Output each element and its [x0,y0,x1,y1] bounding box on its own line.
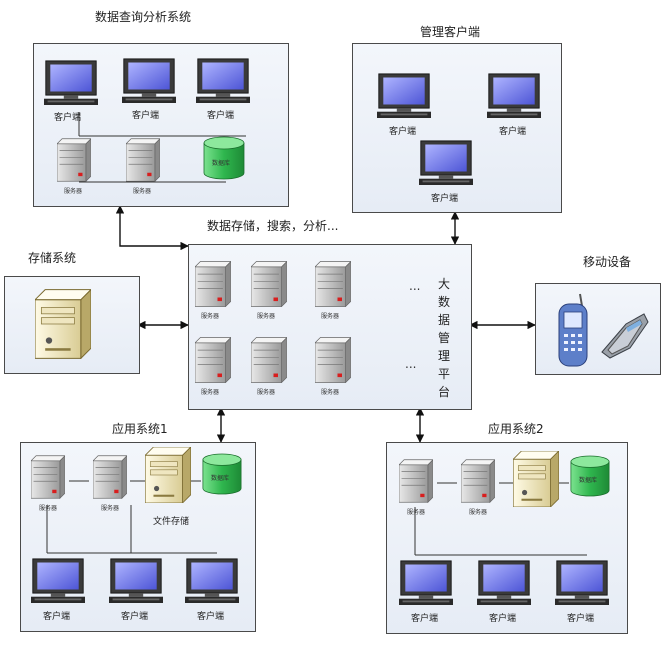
client-label: 客户端 [43,612,71,622]
app2-internal-lines [414,482,587,556]
database-label: 数据库 [212,160,231,167]
server-label: 服务器 [201,389,220,396]
server-icon [399,459,433,503]
mgmt-client-title: 管理客户端 [420,25,481,39]
server-label: 服务器 [321,389,340,396]
monitor-icon [377,72,431,119]
center-caption: 数据存储，搜索，分析... [207,219,339,233]
server-label: 服务器 [469,509,488,516]
storage-system-panel [4,276,140,374]
query-system-title: 数据查询分析系统 [95,10,192,24]
file-storage-label: 文件存储 [153,517,190,527]
app1-internal-lines [46,480,217,554]
server-icon [195,337,231,383]
file-server-icon [35,289,91,359]
monitor-icon [196,57,250,104]
client-label: 客户端 [431,194,459,204]
monitor-icon [555,559,609,606]
server-icon [315,261,351,307]
database-label: 数据库 [579,477,598,484]
client-label: 客户端 [197,612,225,622]
mgmt-client-panel: 客户端 客户端 客户端 [352,43,562,213]
server-label: 服务器 [407,509,426,516]
server-label: 服务器 [133,188,152,195]
file-server-icon [513,451,559,507]
mobile-devices-panel [535,283,661,375]
monitor-icon [185,557,239,604]
platform-vertical-label: 大数据管理平台 [437,277,450,399]
query-system-panel: 客户端 客户端 客户端 服务器 服务器 数据库 [33,43,289,207]
client-label: 客户端 [54,113,82,123]
server-label: 服务器 [321,313,340,320]
server-icon [315,337,351,383]
client-label: 客户端 [132,111,160,121]
client-label: 客户端 [499,127,527,137]
client-label: 客户端 [489,614,517,624]
server-label: 服务器 [201,313,220,320]
monitor-icon [487,72,541,119]
mobile-devices-title: 移动设备 [583,255,632,269]
monitor-icon [122,57,176,104]
file-server-icon [145,447,191,503]
server-icon [251,261,287,307]
storage-system-title: 存储系统 [28,251,77,265]
monitor-icon [419,139,473,186]
server-label: 服务器 [257,313,276,320]
server-icon [31,455,65,499]
client-label: 客户端 [411,614,439,624]
monitor-icon [477,559,531,606]
server-label: 服务器 [101,505,120,512]
server-icon [126,138,160,182]
client-label: 客户端 [567,614,595,624]
monitor-icon [44,59,98,106]
flip-phone-icon [601,313,649,359]
server-icon [93,455,127,499]
server-icon [57,138,91,182]
client-label: 客户端 [207,111,235,121]
server-label: 服务器 [64,188,83,195]
query-internal-lines [78,112,246,183]
monitor-icon [399,559,453,606]
server-label: 服务器 [39,505,58,512]
client-label: 客户端 [121,612,149,622]
ellipsis: ... [405,357,417,371]
ellipsis: ... [409,279,421,293]
client-label: 客户端 [389,127,417,137]
app-system-2-panel: 服务器 服务器 数据库 客户端 客户端 客户端 [386,442,628,634]
server-icon [195,261,231,307]
monitor-icon [109,557,163,604]
mobile-phone-icon [558,293,588,367]
monitor-icon [31,557,85,604]
server-icon [461,459,495,503]
server-icon [251,337,287,383]
server-label: 服务器 [257,389,276,396]
app-system-1-panel: 服务器 服务器 文件存储 数据库 客户端 客户端 客户端 [20,442,256,632]
big-data-platform-panel: 服务器 服务器 服务器 服务器 服务器 服务器 ... ... 大数据管理平台 [188,244,472,410]
database-label: 数据库 [211,475,230,482]
app-system-1-title: 应用系统1 [112,422,168,436]
app-system-2-title: 应用系统2 [488,422,544,436]
